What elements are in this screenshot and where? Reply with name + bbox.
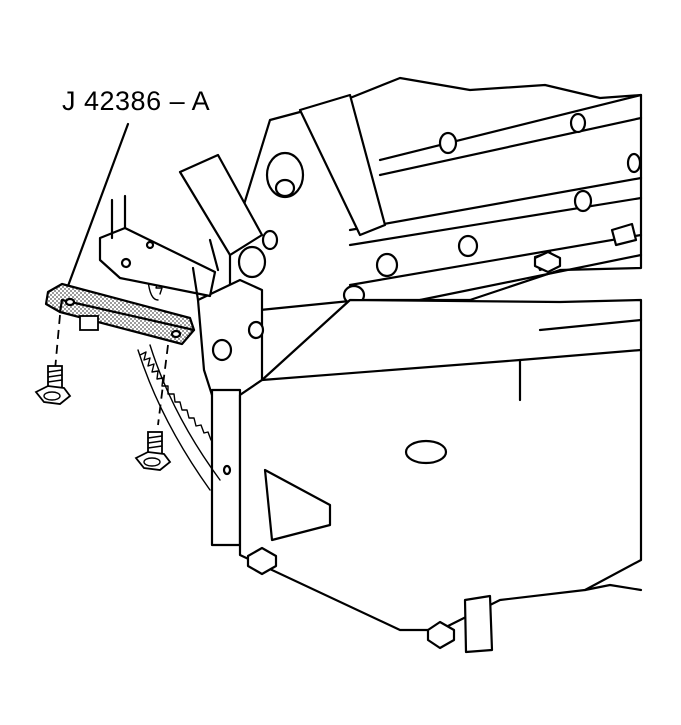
label-leader-line: [66, 122, 130, 288]
crank-bracket: [98, 194, 220, 302]
tool-label: J 42386 – A: [62, 86, 211, 116]
flywheel-holding-tool: [44, 282, 196, 346]
oil-pan: [238, 250, 643, 654]
cylinder-head: [178, 76, 643, 312]
bolt-guide-right: [157, 344, 169, 426]
bolt-right: [134, 431, 172, 471]
bolt-guide-left: [54, 314, 61, 371]
bolt-left: [34, 365, 72, 405]
block-rear-flange: [196, 278, 265, 547]
